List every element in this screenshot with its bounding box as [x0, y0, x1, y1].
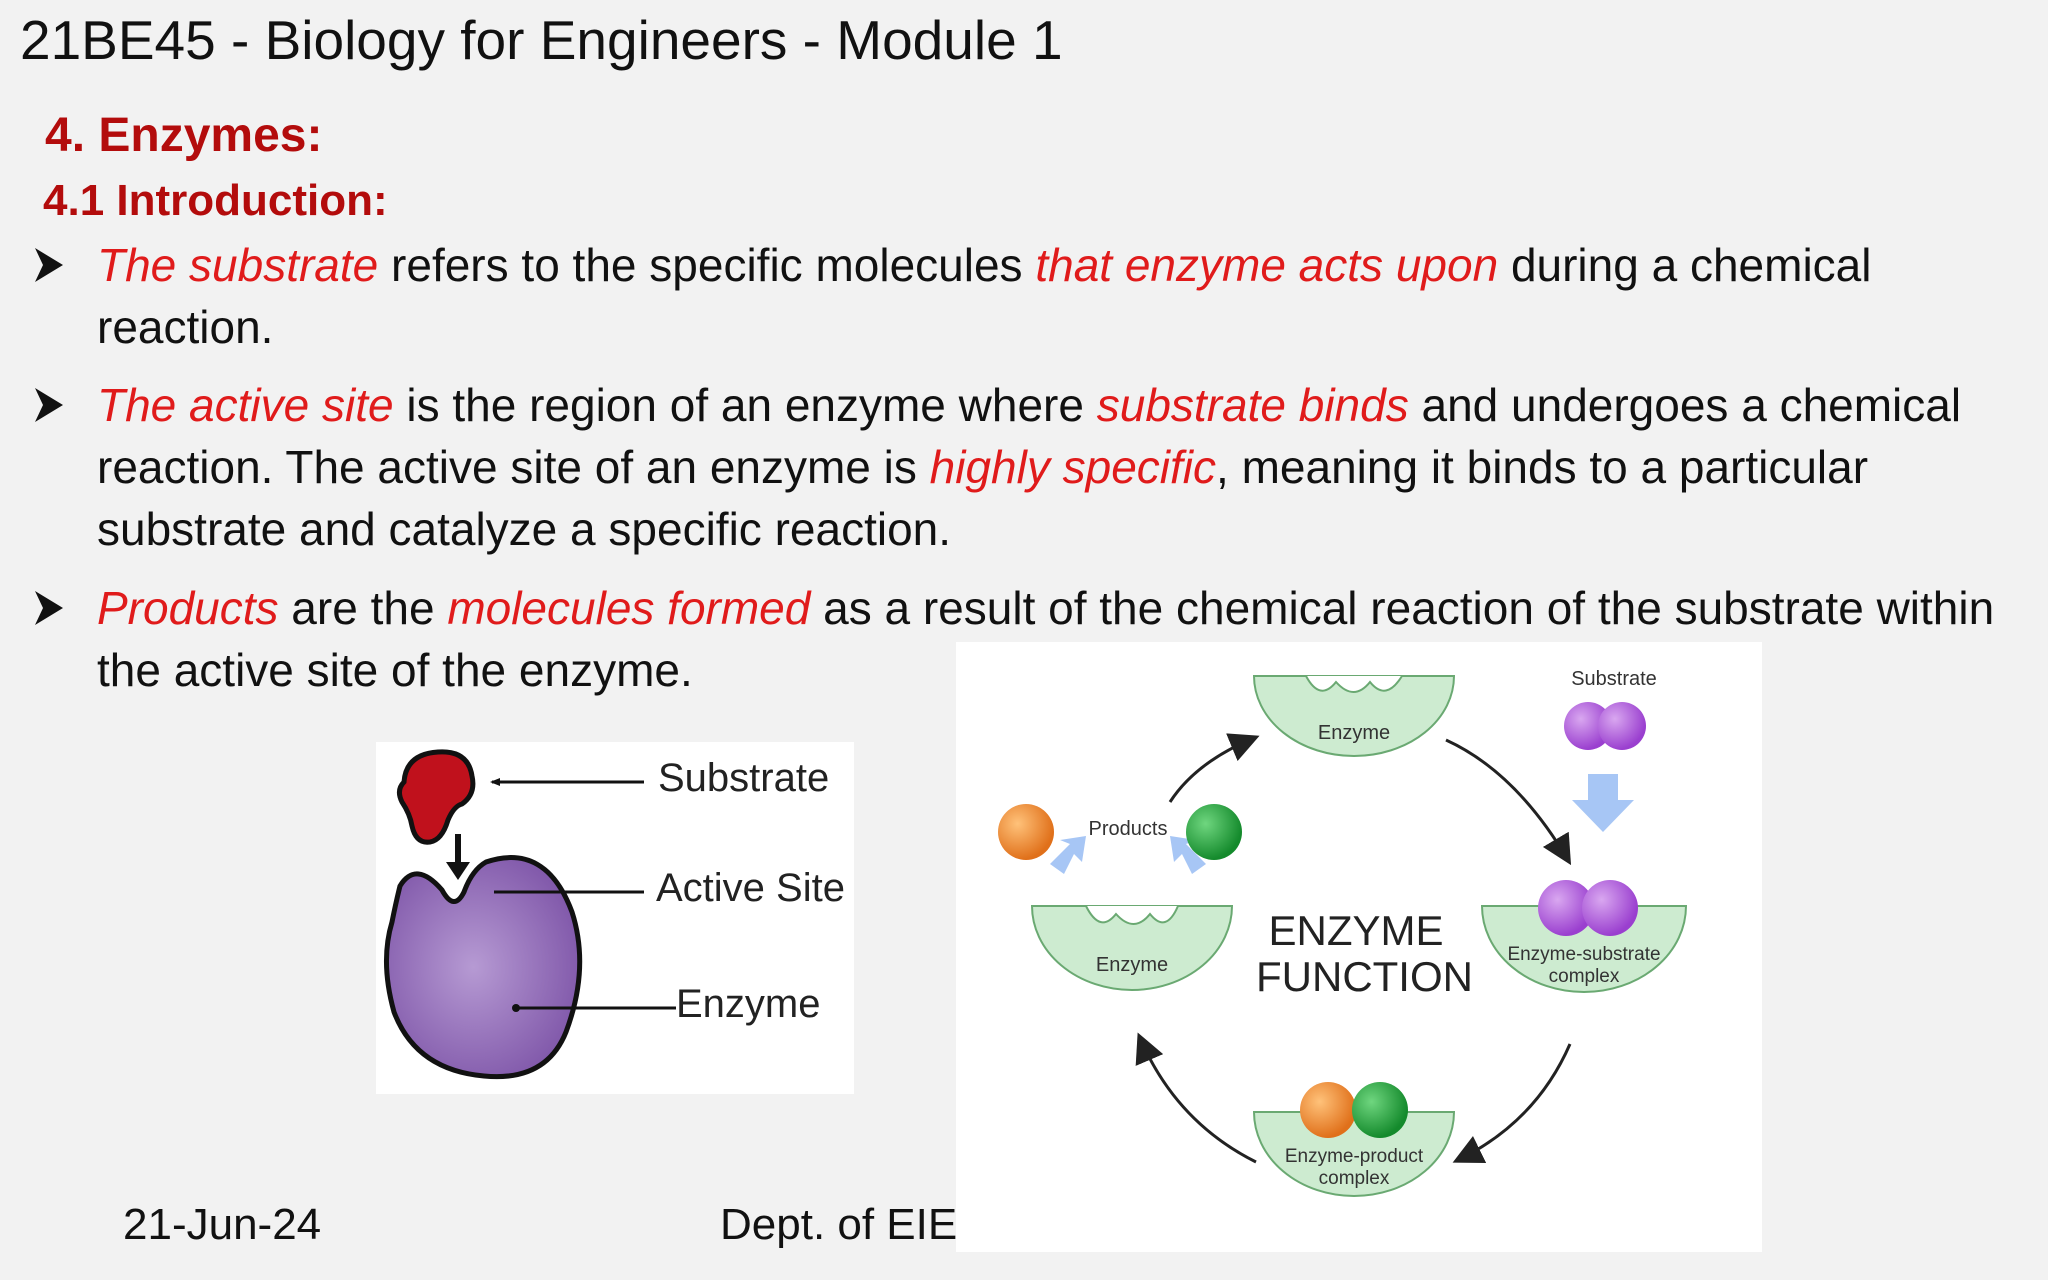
emphasized-phrase: molecules formed [447, 582, 811, 634]
enzyme-diagram-drawing [384, 749, 676, 1080]
label-es-complex-line1: Enzyme-substrate [1507, 944, 1661, 965]
label-ep-complex-line1: Enzyme-product [1284, 1146, 1424, 1167]
footer-date: 21-Jun-24 [123, 1200, 322, 1249]
emphasized-phrase: The active site [97, 379, 394, 431]
label-substrate: Substrate [658, 756, 830, 800]
arrow-bullet-icon [35, 591, 63, 625]
cycle-center-line1: ENZYME [1268, 907, 1444, 954]
text-run: as a result of the chemical reaction of … [97, 582, 1995, 696]
label-enzyme-top: Enzyme [1317, 722, 1391, 744]
emphasized-phrase: The substrate [97, 239, 379, 291]
emphasized-phrase: highly specific [929, 441, 1217, 493]
enzyme-shape [384, 855, 583, 1080]
text-run: is the region of an enzyme where [393, 379, 1097, 431]
label-substrate-right: Substrate [1571, 668, 1657, 690]
label-products: Products [1088, 818, 1168, 840]
label-enzyme: Enzyme [676, 982, 821, 1026]
section-heading: 4. Enzymes: [45, 109, 323, 162]
substrate-shape [396, 749, 476, 845]
cycle-center-line2: FUNCTION [1256, 953, 1473, 1000]
label-es-complex-line2: complex [1548, 966, 1620, 987]
bullet-text: Products are the molecules formed as a r… [97, 582, 1994, 696]
text-run: during a chemical reaction. [97, 239, 1872, 353]
text-run: , meaning it binds to a particular subst… [97, 441, 1869, 555]
arrow-bullet-icon [35, 248, 63, 282]
enzyme-diagram: Substrate Active Site Enzyme [376, 742, 854, 1094]
label-enzyme-left: Enzyme [1095, 954, 1169, 976]
footer-dept: Dept. of EIE [720, 1200, 956, 1249]
cycle-center-title: ENZYME FUNCTION [1256, 907, 1473, 1000]
section-subheading: 4.1 Introduction: [43, 176, 388, 225]
emphasized-phrase: Products [97, 582, 279, 634]
bullet-substrate: The substrate refers to the specific mol… [35, 234, 2017, 358]
text-run: and undergoes a chemical reaction. The a… [97, 379, 1962, 493]
emphasized-phrase: that enzyme acts upon [1035, 239, 1499, 291]
text-run: are the [278, 582, 448, 634]
bullet-text: The active site is the region of an enzy… [97, 379, 1961, 555]
label-active-site: Active Site [656, 866, 845, 910]
label-es-complex: Enzyme-substrate complex [1496, 944, 1672, 988]
emphasized-phrase: substrate binds [1096, 379, 1409, 431]
enzyme-cycle-drawing [998, 675, 1688, 1197]
bullet-products: Products are the molecules formed as a r… [35, 577, 2017, 701]
arrow-bullet-icon [35, 388, 63, 422]
slide-title: 21BE45 - Biology for Engineers - Module … [20, 9, 1063, 71]
bullet-text: The substrate refers to the specific mol… [97, 239, 1871, 353]
bullet-active-site: The active site is the region of an enzy… [35, 374, 2017, 560]
label-ep-complex: Enzyme-product complex [1274, 1146, 1434, 1190]
enzyme-function-cycle: Enzyme Substrate Products Enzyme Enzyme-… [956, 642, 1762, 1252]
label-ep-complex-line2: complex [1318, 1168, 1390, 1189]
text-run: refers to the specific molecules [378, 239, 1036, 291]
